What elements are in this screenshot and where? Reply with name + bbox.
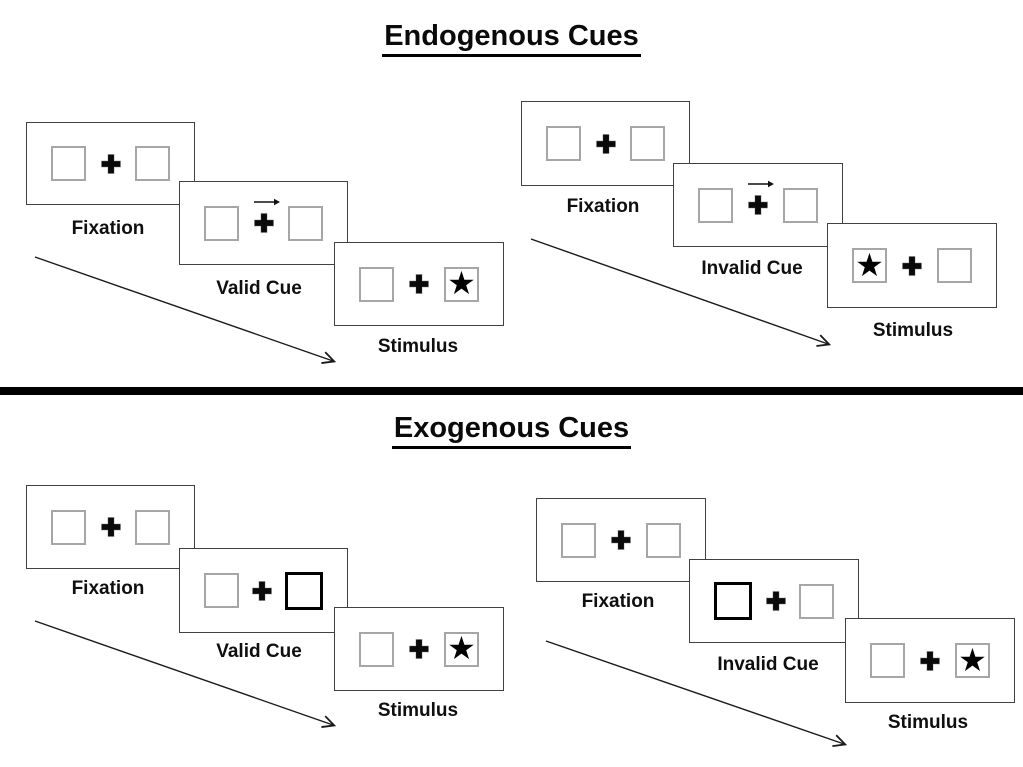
plus-icon	[409, 639, 429, 659]
section-title-endogenous: Endogenous Cues	[0, 20, 1023, 57]
star-icon: ★	[447, 630, 476, 666]
right-placeholder-box	[783, 187, 818, 223]
right-stimulus-box: ★	[444, 265, 479, 302]
star-icon: ★	[855, 246, 884, 283]
panel-label-invalid-cue: Invalid Cue	[701, 258, 803, 279]
plus-icon	[253, 213, 274, 233]
star-icon: ★	[958, 641, 987, 678]
endo-invalid-cue-panel	[673, 163, 843, 247]
panel-label-invalid-cue: Invalid Cue	[717, 654, 819, 675]
arrow-right-icon	[748, 180, 774, 188]
panel-label-valid-cue: Valid Cue	[216, 278, 302, 299]
star-icon: ★	[447, 265, 476, 301]
right-placeholder-box	[630, 126, 665, 161]
right-stimulus-box: ★	[444, 630, 479, 667]
left-placeholder-box	[546, 126, 581, 161]
left-placeholder-box	[359, 631, 394, 667]
left-stimulus-box: ★	[852, 248, 887, 283]
plus-icon	[100, 153, 121, 174]
panel-label-valid-cue: Valid Cue	[216, 641, 302, 662]
panel-label-stimulus: Stimulus	[872, 320, 954, 341]
exo-invalid-stimulus-panel: ★	[845, 618, 1015, 703]
left-placeholder-box	[561, 522, 596, 558]
plus-icon	[409, 274, 429, 294]
section-title-exogenous: Exogenous Cues	[0, 412, 1023, 449]
plus-icon	[611, 530, 631, 550]
highlighted-box-cue	[714, 582, 752, 620]
right-stimulus-box: ★	[955, 643, 990, 678]
section-title-text: Endogenous Cues	[382, 20, 641, 57]
panel-label-stimulus: Stimulus	[377, 700, 459, 721]
plus-icon	[595, 133, 616, 154]
panel-label-fixation: Fixation	[566, 196, 640, 217]
panel-label-fixation: Fixation	[71, 578, 145, 599]
panel-label-stimulus: Stimulus	[887, 712, 969, 733]
diagonal-arrow-icon	[530, 238, 832, 347]
section-divider	[0, 387, 1023, 395]
panel-label-fixation: Fixation	[581, 591, 655, 612]
endo-valid-stimulus-panel: ★	[334, 242, 504, 326]
exo-valid-stimulus-panel: ★	[334, 607, 504, 691]
plus-icon	[902, 255, 922, 276]
right-placeholder-box	[288, 205, 323, 241]
panel-label-stimulus: Stimulus	[377, 336, 459, 357]
endo-invalid-fixation-panel	[521, 101, 690, 186]
right-placeholder-box	[937, 248, 972, 283]
right-placeholder-box	[135, 509, 170, 545]
plus-icon	[748, 195, 768, 215]
exo-invalid-fixation-panel	[536, 498, 706, 582]
left-placeholder-box	[359, 266, 394, 302]
right-placeholder-box	[799, 583, 834, 619]
left-placeholder-box	[51, 146, 86, 181]
plus-icon	[765, 591, 786, 611]
plus-icon	[920, 650, 940, 671]
panel-label-fixation: Fixation	[71, 218, 145, 239]
endo-valid-cue-panel	[179, 181, 348, 265]
right-placeholder-box	[135, 146, 170, 181]
left-placeholder-box	[698, 187, 733, 223]
right-placeholder-box	[646, 522, 681, 558]
arrow-right-icon	[253, 198, 280, 206]
plus-icon	[100, 517, 121, 537]
left-placeholder-box	[204, 573, 239, 608]
highlighted-box-cue	[285, 571, 323, 610]
left-placeholder-box	[51, 509, 86, 545]
left-placeholder-box	[870, 643, 905, 678]
endo-valid-fixation-panel	[26, 122, 195, 205]
diagonal-arrow-icon	[34, 256, 337, 364]
endo-invalid-stimulus-panel: ★	[827, 223, 997, 308]
diagonal-arrow-icon	[34, 620, 337, 728]
left-placeholder-box	[204, 205, 239, 241]
exo-valid-fixation-panel	[26, 485, 195, 569]
section-title-text: Exogenous Cues	[391, 412, 632, 449]
plus-icon	[252, 580, 272, 601]
exo-invalid-cue-panel	[689, 559, 859, 643]
exo-valid-cue-panel	[179, 548, 348, 633]
